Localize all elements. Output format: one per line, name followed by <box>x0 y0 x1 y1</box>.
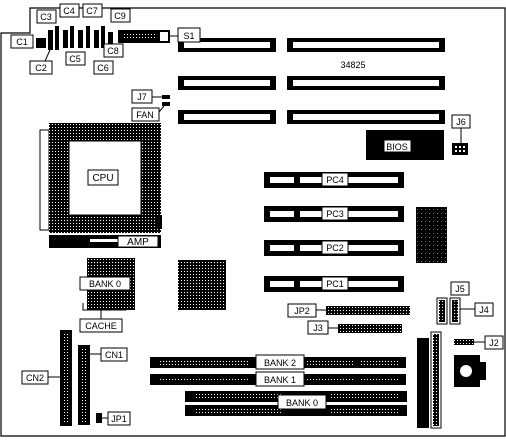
svg-text:C9: C9 <box>114 11 126 21</box>
j6-label: J6 <box>451 114 471 129</box>
c7-label: C7 <box>82 3 103 18</box>
cn2-header <box>60 330 72 426</box>
svg-text:C6: C6 <box>97 63 109 73</box>
c2-label: C2 <box>29 60 53 75</box>
svg-text:J3: J3 <box>313 323 323 333</box>
j3-label: J3 <box>307 320 329 335</box>
jp1-jumper <box>96 413 102 423</box>
c1-label: C1 <box>10 34 34 49</box>
simm-bank-1-label: BANK 1 <box>264 375 296 385</box>
bios-chip: BIOS <box>366 130 444 160</box>
board-serial: 34825 <box>340 60 365 70</box>
c4-label: C4 <box>59 3 80 18</box>
j4-label: J4 <box>474 302 494 317</box>
svg-text:CN1: CN1 <box>105 350 123 360</box>
svg-text:J6: J6 <box>456 117 466 127</box>
svg-text:BANK 0: BANK 0 <box>89 279 121 289</box>
cn2-label: CN2 <box>21 370 49 385</box>
pci-slot-3-label: PC3 <box>326 209 344 219</box>
simm-bank-1: BANK 1 <box>150 371 406 387</box>
svg-text:C3: C3 <box>40 12 52 22</box>
chipset-chip-right <box>416 207 447 263</box>
svg-text:J4: J4 <box>479 305 489 315</box>
svg-text:C1: C1 <box>16 37 28 47</box>
svg-text:J5: J5 <box>455 284 465 294</box>
svg-text:C8: C8 <box>107 46 119 56</box>
svg-text:CN2: CN2 <box>26 373 44 383</box>
svg-text:C7: C7 <box>86 6 98 16</box>
svg-text:C4: C4 <box>63 6 75 16</box>
jp2-label: JP2 <box>287 303 317 318</box>
j4-header <box>449 297 461 325</box>
svg-text:AMP: AMP <box>127 237 149 248</box>
j6-header <box>452 143 468 155</box>
c9-label: C9 <box>110 8 131 23</box>
jp1-label: JP1 <box>107 411 131 426</box>
j2-header <box>454 339 474 345</box>
power-connector <box>417 331 442 429</box>
s1-label: S1 <box>177 27 201 43</box>
pci-slot-3: PC3 <box>264 206 404 222</box>
svg-text:J7: J7 <box>137 92 147 102</box>
svg-text:CPU: CPU <box>92 173 113 184</box>
c3-label: C3 <box>36 9 57 24</box>
pci-slot-4: PC4 <box>264 172 404 188</box>
c6-label: C6 <box>93 60 114 75</box>
keyboard-connector <box>454 355 486 387</box>
j7-label: J7 <box>131 89 153 104</box>
j7-jumper <box>162 95 170 106</box>
pci-slot-1-label: PC1 <box>326 279 344 289</box>
svg-text:FAN: FAN <box>136 110 154 120</box>
svg-text:CACHE: CACHE <box>85 321 117 331</box>
cache-bracket <box>82 303 127 311</box>
fan-label: FAN <box>131 107 160 122</box>
svg-text:S1: S1 <box>183 31 194 41</box>
s1-switch-block <box>118 30 170 43</box>
simm-bank-2-label: BANK 2 <box>264 358 296 368</box>
cn1-header <box>78 345 90 425</box>
svg-text:C2: C2 <box>35 63 47 73</box>
amp-zif-lever: AMP <box>49 235 161 248</box>
board-outline <box>0 7 506 437</box>
j3-header <box>338 324 402 333</box>
j2-label: J2 <box>484 335 504 350</box>
svg-text:BANK 0: BANK 0 <box>286 398 318 408</box>
cpu-label: CPU <box>87 169 119 186</box>
c8-label: C8 <box>103 43 124 58</box>
capacitor-jumpers <box>36 26 113 50</box>
pci-slot-1: PC1 <box>264 276 404 292</box>
cache-label: CACHE <box>79 318 123 333</box>
svg-text:C5: C5 <box>69 54 81 64</box>
pci-slot-2-label: PC2 <box>326 243 344 253</box>
svg-text:BIOS: BIOS <box>386 142 408 152</box>
svg-text:J2: J2 <box>489 338 499 348</box>
bank0-chip-label: BANK 0 <box>79 276 131 291</box>
svg-text:JP2: JP2 <box>294 306 310 316</box>
cn1-label: CN1 <box>100 347 128 362</box>
chipset-chip-left <box>178 260 226 310</box>
isa-slots <box>178 38 445 124</box>
pci-slot-4-label: PC4 <box>326 175 344 185</box>
c5-label: C5 <box>65 51 86 66</box>
pci-slot-2: PC2 <box>264 240 404 256</box>
jp2-header <box>326 306 410 315</box>
j5-header <box>436 297 448 325</box>
simm-bank-0-lower <box>185 405 407 416</box>
svg-text:JP1: JP1 <box>111 414 127 424</box>
simm-bank-0-label: BANK 0 <box>277 394 327 410</box>
j5-label: J5 <box>450 281 470 296</box>
simm-bank-2: BANK 2 <box>150 354 406 370</box>
